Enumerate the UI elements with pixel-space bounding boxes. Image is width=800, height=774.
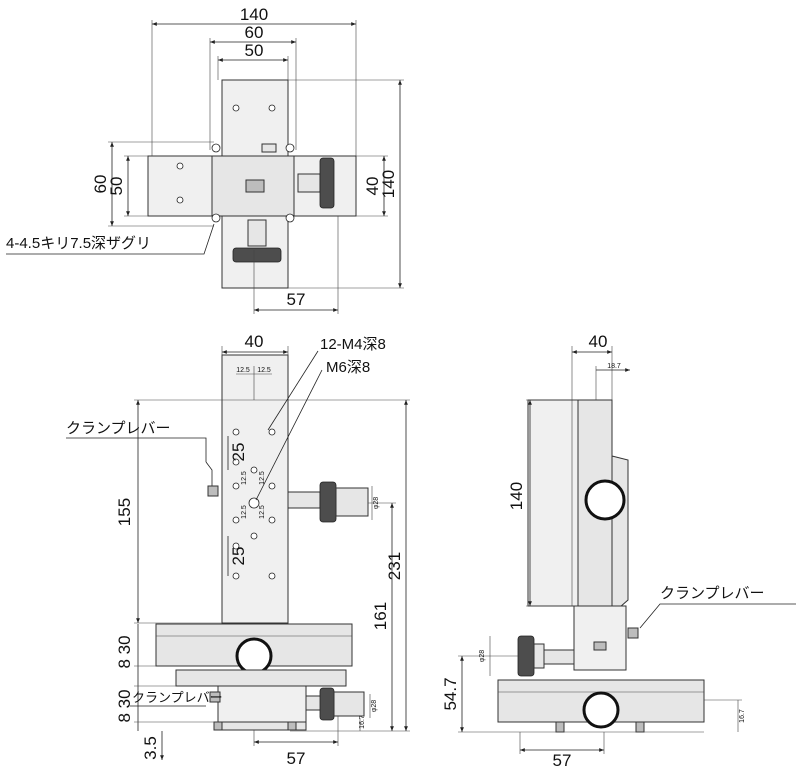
side-view-lower-knob <box>582 691 620 729</box>
front-dim-8-30-lower: 8 30 <box>115 689 134 722</box>
front-clamp-lever-small-label: クランプレバー <box>132 690 223 705</box>
top-dim-57: 57 <box>287 290 306 309</box>
side-view-clamp-lever <box>627 627 639 639</box>
side-dim-16-7: 16.7 <box>739 709 746 723</box>
front-tapped-holes-note: 12-M4深8 <box>320 336 386 353</box>
front-view-clamp-lever-lower <box>209 691 221 703</box>
top-dim-140-vertical: 140 <box>379 170 398 198</box>
front-dim-12-5-d: 12.5 <box>259 505 266 519</box>
front-dim-pitch-right: 12.5 <box>257 367 271 374</box>
front-dim-12-5-c: 12.5 <box>259 471 266 485</box>
front-dim-25-upper: 25 <box>229 443 248 462</box>
side-dim-54-7: 54.7 <box>441 677 460 710</box>
front-dim-155: 155 <box>115 498 134 526</box>
front-view-holes <box>232 428 276 580</box>
front-center-hole-note: M6深8 <box>326 359 370 376</box>
top-dim-60-vertical: 60 <box>91 175 110 194</box>
front-dim-161: 161 <box>371 602 390 630</box>
counterbore-note: 4-4.5キリ7.5深ザグリ <box>6 235 151 252</box>
front-dim-231: 231 <box>385 552 404 580</box>
top-view-micrometer-knob-right <box>319 157 335 209</box>
front-view-micrometer-sleeve-upper <box>287 491 321 509</box>
top-dim-50: 50 <box>245 41 264 60</box>
side-dim-57: 57 <box>553 751 572 770</box>
front-dim-40: 40 <box>245 332 264 351</box>
side-view-rotary-knob <box>584 479 626 521</box>
front-dim-12-5-b: 12.5 <box>241 505 248 519</box>
front-dim-8-30-upper: 8 30 <box>115 635 134 668</box>
front-dim-pitch-left: 12.5 <box>236 367 250 374</box>
front-dim-57: 57 <box>287 749 306 768</box>
side-dim-phi28: φ28 <box>479 650 486 662</box>
top-view-center-screw <box>245 179 265 193</box>
top-dim-50-vertical: 50 <box>107 177 126 196</box>
top-view-holes <box>176 104 295 223</box>
top-view-micrometer-knob-bottom <box>232 247 282 263</box>
side-dim-140: 140 <box>507 482 526 510</box>
front-view-micrometer-barrel-lower <box>333 691 365 717</box>
top-view-micrometer-sleeve <box>297 173 321 193</box>
side-dim-40: 40 <box>589 332 608 351</box>
top-dim-40-vertical: 40 <box>363 177 382 196</box>
front-dim-phi28-lower: φ28 <box>371 700 378 712</box>
front-view <box>66 346 410 760</box>
front-view-clamp-lever-upper <box>207 485 219 497</box>
front-dim-3-5: 3.5 <box>141 736 160 760</box>
side-view-micrometer-knob <box>517 635 535 677</box>
side-clamp-lever-label: クランプレバー <box>660 585 765 602</box>
front-dim-16-7: 16.7 <box>359 715 366 729</box>
side-view-column <box>573 605 627 671</box>
front-view-rotary-knob <box>235 637 273 675</box>
side-dim-18-7: 18.7 <box>607 363 621 370</box>
front-dim-12-5-a: 12.5 <box>241 471 248 485</box>
front-view-micrometer-knob-lower <box>319 687 335 721</box>
front-view-lower-stage-top <box>175 669 347 687</box>
front-view-column <box>221 354 289 624</box>
top-view-micrometer-sleeve-bottom <box>247 219 267 247</box>
top-dim-60: 60 <box>245 23 264 42</box>
front-view-micrometer-knob-upper <box>319 481 337 523</box>
front-clamp-lever-label: クランプレバー <box>66 420 171 437</box>
top-view-clamp <box>261 143 277 153</box>
front-view-lower-stage-body <box>217 685 307 723</box>
side-view <box>458 346 796 754</box>
top-dim-140: 140 <box>240 5 268 24</box>
front-dim-25-lower: 25 <box>229 547 248 566</box>
front-dim-phi28-upper: φ28 <box>373 497 380 509</box>
front-view-micrometer-barrel-upper <box>335 487 369 517</box>
top-view <box>6 20 404 314</box>
